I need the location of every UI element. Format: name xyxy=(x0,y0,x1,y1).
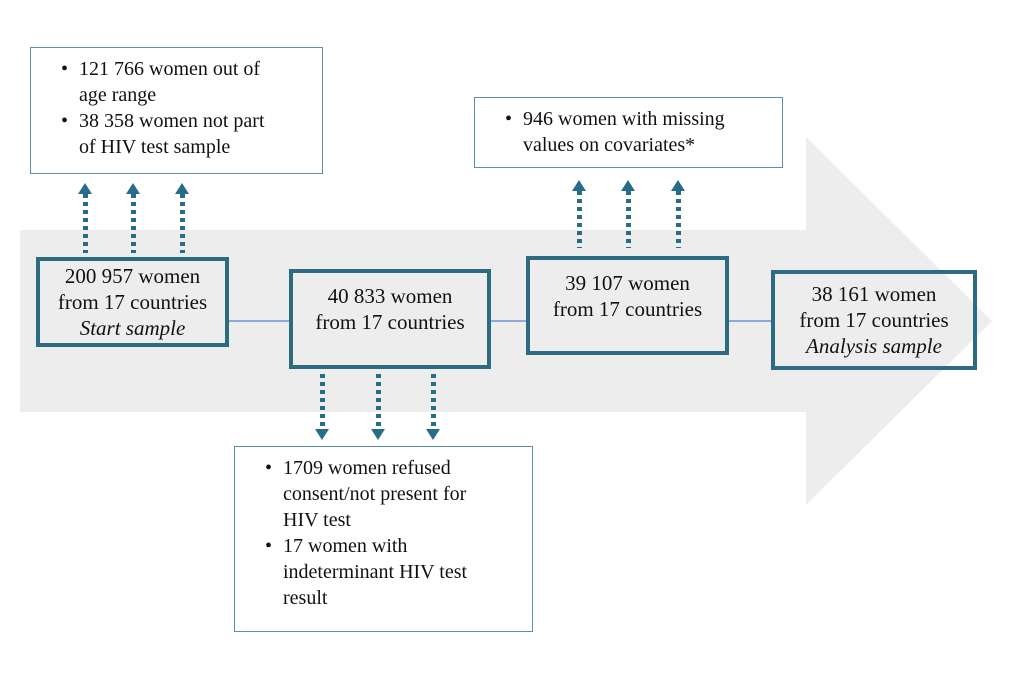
exclusion-line: 121 766 women out of xyxy=(79,58,261,80)
dotted-arrow-up-icon xyxy=(126,183,140,253)
dotted-arrow-down-icon xyxy=(426,374,440,440)
exclusion-line: 38 358 women not part xyxy=(79,110,265,132)
sample-count: 39 107 women xyxy=(565,271,690,295)
exclusion-line: age range xyxy=(79,84,157,106)
arrowhead-icon xyxy=(671,180,685,191)
arrowhead-icon xyxy=(175,183,189,194)
exclusion-line: 17 women with xyxy=(283,535,408,557)
exclusion-line: 946 women with missing xyxy=(523,108,725,130)
arrowhead-icon xyxy=(572,180,586,191)
exclusion-line: indeterminant HIV test xyxy=(283,561,468,583)
dotted-arrow-down-icon xyxy=(315,374,329,440)
sample-countries: from 17 countries xyxy=(799,308,949,332)
arrowhead-icon xyxy=(126,183,140,194)
exclusion-box-covariates: • 946 women with missing values on covar… xyxy=(474,97,783,168)
bullet-icon: • xyxy=(265,535,273,557)
connector-line-3 xyxy=(726,320,774,322)
sample-count: 38 161 women xyxy=(811,282,937,306)
dotted-arrow-up-icon xyxy=(572,180,586,248)
sample-countries: from 17 countries xyxy=(57,290,208,314)
sample-countries: from 17 countries xyxy=(315,310,465,334)
arrowhead-icon xyxy=(371,429,385,440)
sample-box-hiv-tested: 40 833 women from 17 countries xyxy=(289,269,491,369)
connector-line-2 xyxy=(488,320,529,322)
bullet-item: • 38 358 women not part of HIV test samp… xyxy=(61,108,316,160)
sample-count: 200 957 women xyxy=(64,264,201,288)
exclusion-line: values on covariates* xyxy=(523,134,696,156)
exclusion-line: HIV test xyxy=(283,509,351,531)
bullet-item: • 946 women with missing values on covar… xyxy=(505,106,776,158)
exclusion-line: consent/not present for xyxy=(283,483,467,505)
sample-box-analysis: 38 161 women from 17 countries Analysis … xyxy=(771,270,977,370)
arrowhead-icon xyxy=(78,183,92,194)
sample-box-start: 200 957 women from 17 countries Start sa… xyxy=(36,257,229,347)
arrowhead-icon xyxy=(315,429,329,440)
dotted-arrow-down-icon xyxy=(371,374,385,440)
bullet-item: • 17 women with indeterminant HIV test r… xyxy=(265,533,526,611)
bullet-icon: • xyxy=(61,58,69,80)
dotted-arrow-up-icon xyxy=(78,183,92,253)
sample-box-consented: 39 107 women from 17 countries xyxy=(526,256,729,355)
dotted-arrow-up-icon xyxy=(175,183,189,253)
arrowhead-icon xyxy=(426,429,440,440)
exclusion-box-consent: • 1709 women refused consent/not present… xyxy=(234,446,533,632)
bullet-icon: • xyxy=(265,457,273,479)
bullet-icon: • xyxy=(505,108,513,130)
connector-line-1 xyxy=(228,320,292,322)
exclusion-box-age-hiv-sample: • 121 766 women out of age range • 38 35… xyxy=(30,47,323,174)
sample-countries: from 17 countries xyxy=(552,297,703,321)
dotted-arrow-up-icon xyxy=(671,180,685,248)
sample-note: Analysis sample xyxy=(806,334,942,358)
exclusion-line: result xyxy=(283,587,328,609)
sample-count: 40 833 women xyxy=(327,284,453,308)
sample-note: Start sample xyxy=(79,316,186,340)
bullet-icon: • xyxy=(61,110,69,132)
arrowhead-icon xyxy=(621,180,635,191)
bullet-item: • 121 766 women out of age range xyxy=(61,56,316,108)
bullet-item: • 1709 women refused consent/not present… xyxy=(265,455,526,533)
exclusion-line: 1709 women refused xyxy=(283,457,451,479)
dotted-arrow-up-icon xyxy=(621,180,635,248)
exclusion-line: of HIV test sample xyxy=(79,136,231,158)
